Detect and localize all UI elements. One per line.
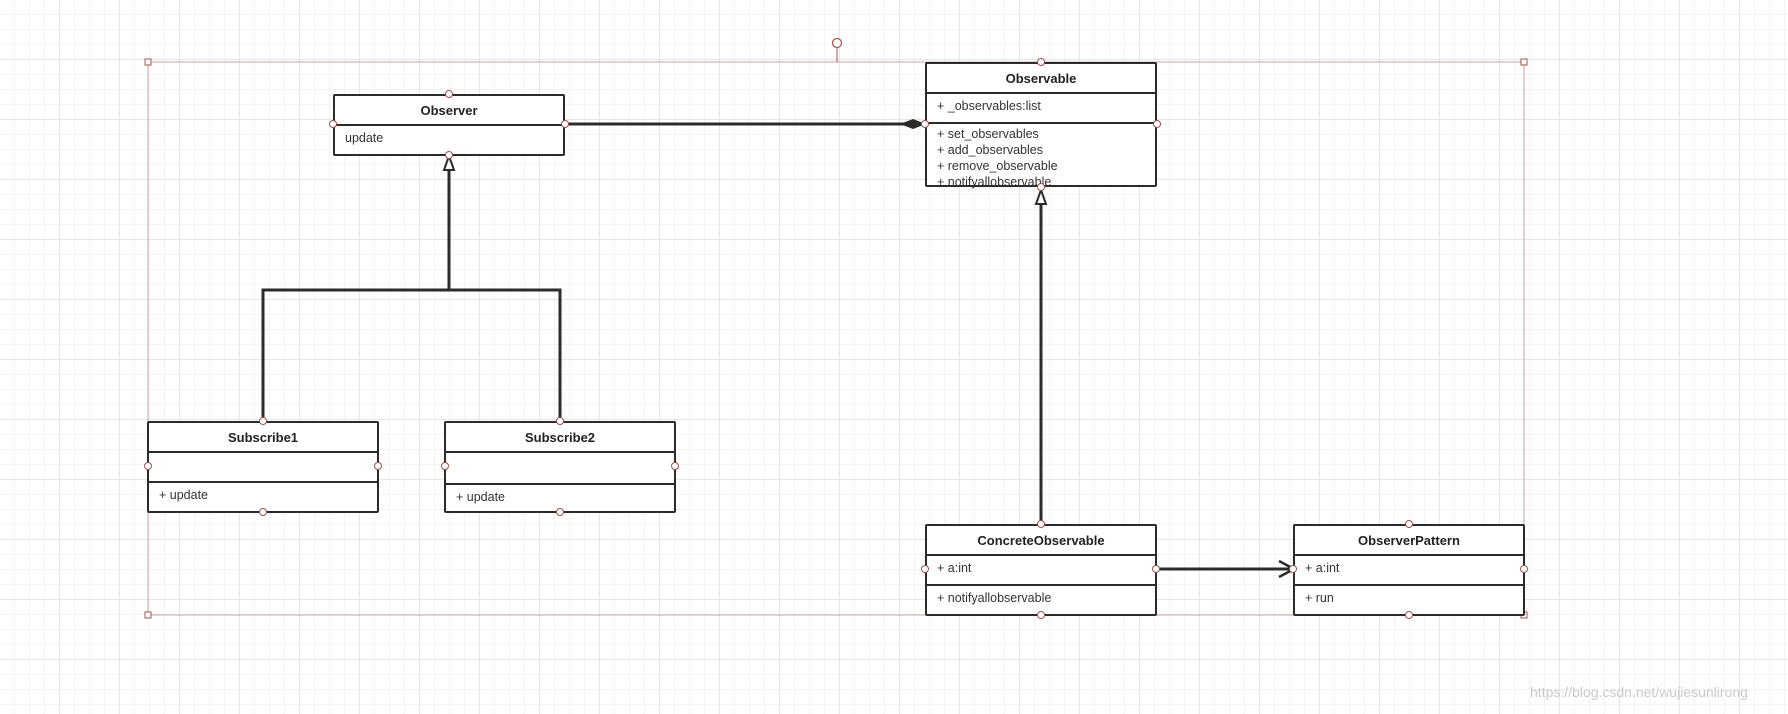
resize-handle-top-left[interactable] bbox=[144, 58, 152, 66]
class-name: Subscribe2 bbox=[446, 423, 674, 453]
composition-diamond bbox=[900, 119, 926, 129]
class-attributes bbox=[149, 453, 377, 483]
rotate-handle[interactable] bbox=[831, 37, 843, 49]
attribute: + _observables:list bbox=[937, 99, 1041, 113]
class-subscribe2[interactable]: Subscribe2 + update bbox=[444, 421, 676, 513]
class-methods: + update bbox=[149, 483, 377, 507]
attribute: + a:int bbox=[937, 561, 972, 575]
resize-handle-top-right[interactable] bbox=[1520, 58, 1528, 66]
class-name: Observer bbox=[335, 96, 563, 126]
method: + notifyallobservable bbox=[937, 591, 1052, 605]
class-attributes bbox=[446, 453, 674, 485]
inheritance-branch[interactable] bbox=[261, 288, 562, 422]
method: + update bbox=[159, 488, 209, 502]
class-observable[interactable]: Observable + _observables:list + set_obs… bbox=[925, 62, 1157, 189]
class-observer[interactable]: Observer update bbox=[333, 94, 565, 156]
class-attributes: + a:int bbox=[1295, 556, 1523, 586]
class-methods: + update bbox=[446, 485, 674, 509]
member: update bbox=[345, 131, 384, 145]
method: + run bbox=[1305, 591, 1334, 605]
class-attributes: + a:int bbox=[927, 556, 1155, 586]
class-name: Observable bbox=[927, 64, 1155, 94]
class-attributes: + _observables:list bbox=[927, 94, 1155, 124]
class-observer-pattern[interactable]: ObserverPattern + a:int + run bbox=[1293, 524, 1525, 616]
method: + notifyallobservable bbox=[937, 175, 1052, 189]
attribute: + a:int bbox=[1305, 561, 1340, 575]
watermark: https://blog.csdn.net/wujiesunlirong bbox=[1530, 684, 1748, 700]
method: + update bbox=[456, 490, 506, 504]
class-methods: + notifyallobservable bbox=[927, 586, 1155, 610]
class-members: update bbox=[335, 126, 563, 150]
class-name: ConcreteObservable bbox=[927, 526, 1155, 556]
method: + remove_observable bbox=[937, 159, 1058, 173]
selection-frame bbox=[147, 61, 1525, 616]
class-methods: + set_observables + add_observables + re… bbox=[927, 124, 1155, 194]
method: + set_observables bbox=[937, 127, 1039, 141]
class-name: ObserverPattern bbox=[1295, 526, 1523, 556]
method: + add_observables bbox=[937, 143, 1043, 157]
resize-handle-bottom-left[interactable] bbox=[144, 611, 152, 619]
class-concrete-observable[interactable]: ConcreteObservable + a:int + notifyallob… bbox=[925, 524, 1157, 616]
class-methods: + run bbox=[1295, 586, 1523, 610]
class-subscribe1[interactable]: Subscribe1 + update bbox=[147, 421, 379, 513]
class-name: Subscribe1 bbox=[149, 423, 377, 453]
inheritance-arrow-observer bbox=[442, 153, 456, 171]
inheritance-arrow-observable bbox=[1034, 187, 1048, 205]
